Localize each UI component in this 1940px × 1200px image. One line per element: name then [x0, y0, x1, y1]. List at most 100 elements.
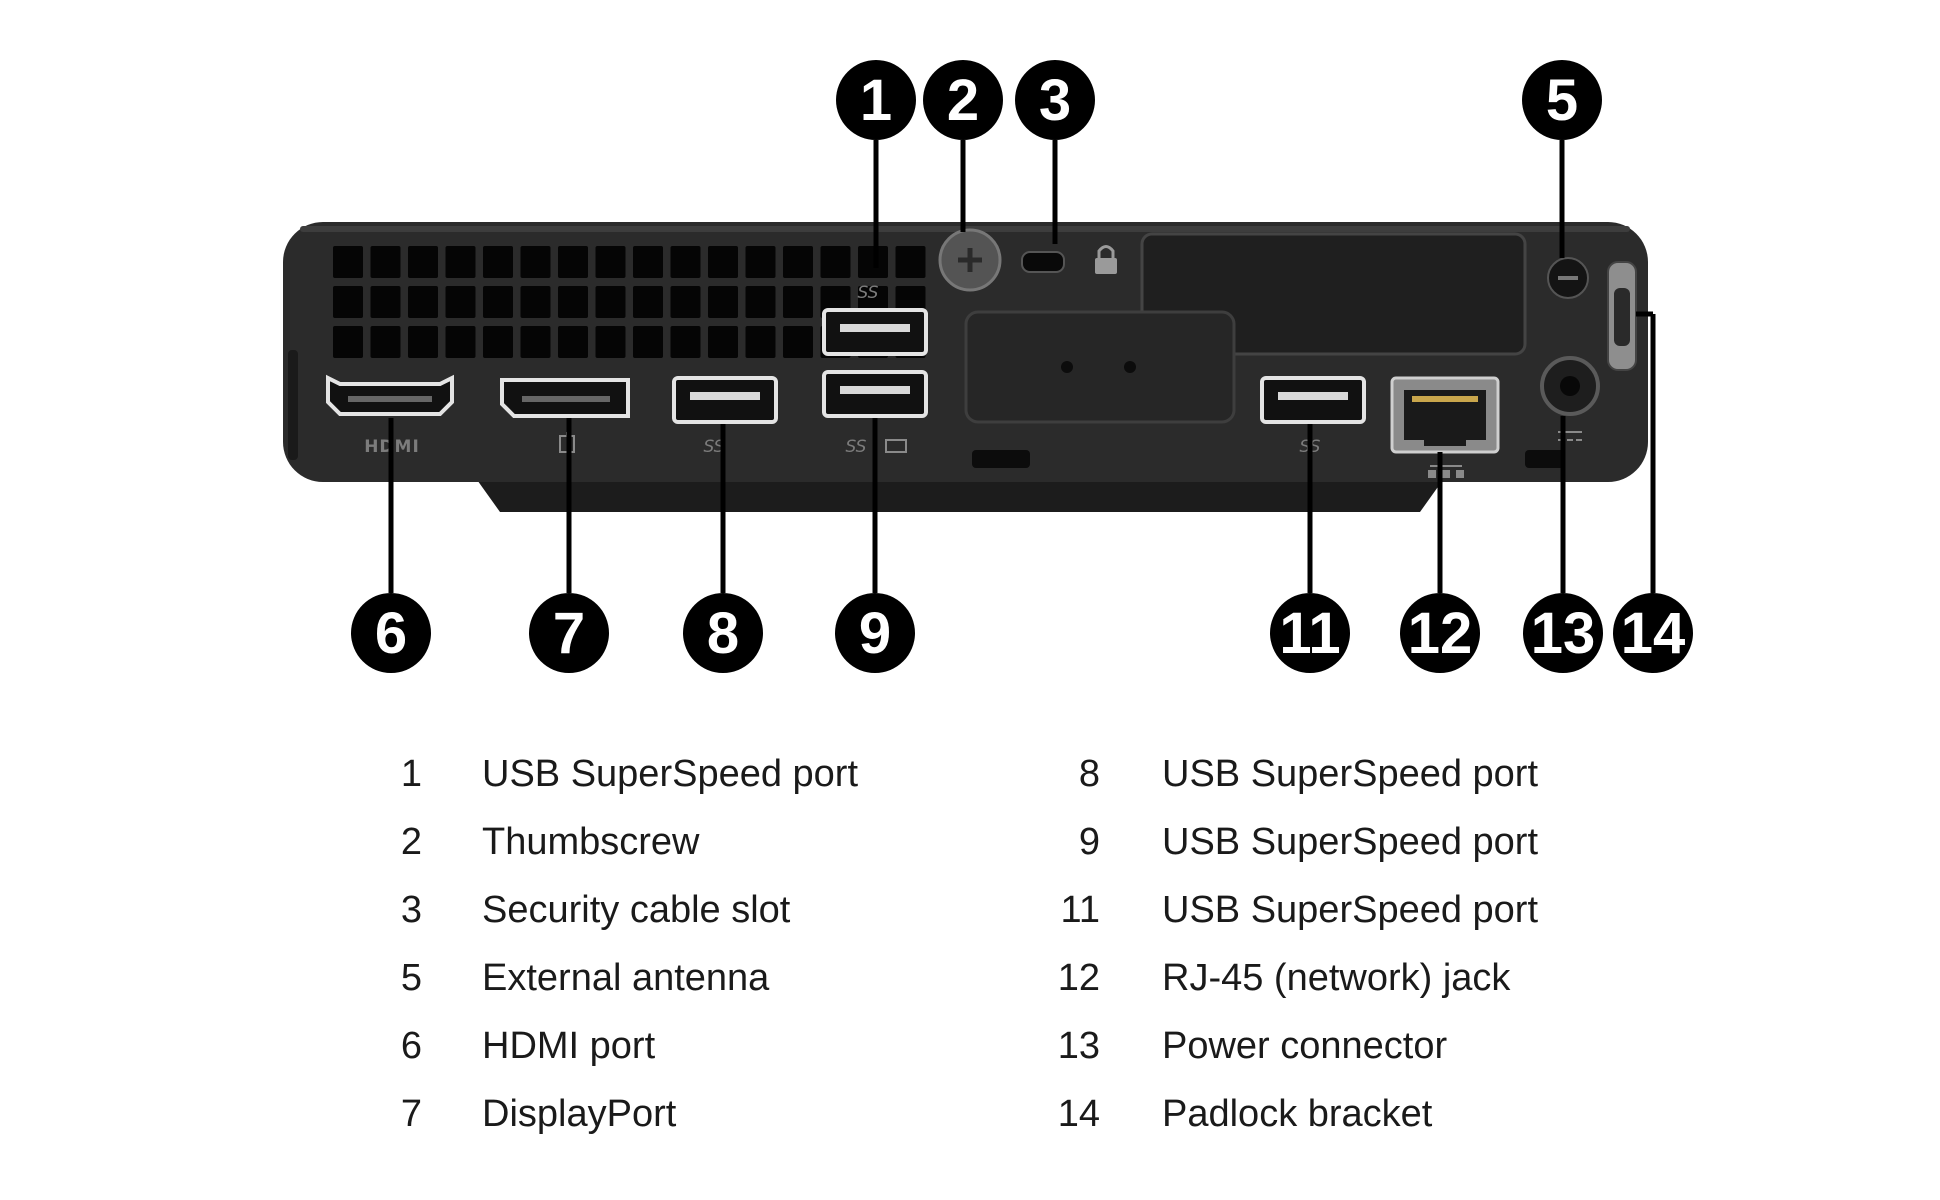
callout-8: 8: [683, 593, 763, 673]
callout-13: 13: [1523, 593, 1603, 673]
legend-item: 14 Padlock bracket: [1030, 1080, 1538, 1148]
vent-slot: [708, 326, 738, 358]
legend-left-column: 1 USB SuperSpeed port 2 Thumbscrew 3 Sec…: [370, 740, 858, 1148]
vent-slot: [520, 326, 551, 358]
legend-item: 8 USB SuperSpeed port: [1030, 740, 1538, 808]
callout-12: 12: [1400, 593, 1480, 673]
vent-slot: [670, 286, 701, 318]
legend-item: 6 HDMI port: [370, 1012, 858, 1080]
displayport-port[interactable]: [500, 378, 630, 418]
chassis-left-bumper: [288, 350, 298, 460]
vent-slot: [745, 246, 776, 278]
thumbscrew-cross: [958, 248, 982, 272]
legend-right-column: 8 USB SuperSpeed port 9 USB SuperSpeed p…: [1030, 740, 1538, 1148]
vent-slot: [783, 286, 813, 318]
callout-circle: [1522, 60, 1602, 140]
vent-slot: [633, 286, 663, 318]
callout-number: 6: [375, 601, 407, 666]
callout-circle: [351, 593, 431, 673]
legend-item-label: USB SuperSpeed port: [482, 752, 859, 795]
external-antenna-marker: [1558, 276, 1578, 280]
vent-slot: [595, 286, 626, 318]
callout-number: 13: [1531, 601, 1596, 666]
legend-item-number: 13: [1057, 1024, 1100, 1067]
battery-icon: [885, 439, 907, 453]
legend-item-number: 9: [1078, 820, 1100, 863]
callout-number: 3: [1039, 68, 1071, 133]
vent-slot: [370, 246, 401, 278]
callout-circle: [1270, 593, 1350, 673]
legend-item-number: 3: [400, 888, 422, 931]
callout-circle: [1015, 60, 1095, 140]
thumbscrew[interactable]: [938, 228, 1002, 292]
usb-port-9[interactable]: [822, 370, 928, 418]
vent-slot: [858, 246, 888, 278]
vent-slot: [520, 246, 551, 278]
callout-number: 5: [1546, 68, 1578, 133]
callout-5: 5: [1522, 60, 1602, 140]
callout-circle: [836, 60, 916, 140]
cover-plate: [964, 310, 1236, 424]
legend-item-number: 7: [400, 1092, 422, 1135]
legend-item-label: Power connector: [1162, 1024, 1448, 1067]
legend-item-number: 14: [1057, 1092, 1100, 1135]
vent-slot: [408, 286, 438, 318]
callout-number: 14: [1621, 601, 1686, 666]
vent-slot: [558, 286, 588, 318]
side-slot: [1525, 450, 1565, 468]
cover-plate-hole: [1124, 361, 1136, 373]
vent-slot: [595, 246, 626, 278]
callout-number: 8: [707, 601, 739, 666]
legend-item: 9 USB SuperSpeed port: [1030, 808, 1538, 876]
legend-item-number: 2: [400, 820, 422, 863]
callout-1: 1: [836, 60, 916, 140]
computer-rear-panel-diagram: HDMI SS SS SS SS: [283, 60, 1693, 673]
vent-slot: [708, 246, 738, 278]
callout-number: 11: [1279, 601, 1340, 666]
legend-item-number: 12: [1057, 956, 1100, 999]
rj45-jack[interactable]: [1390, 376, 1500, 454]
legend-item-label: USB SuperSpeed port: [1162, 888, 1539, 931]
vent-slot: [520, 286, 551, 318]
usb-port-1[interactable]: [822, 308, 928, 356]
callout-circle: [1523, 593, 1603, 673]
legend-item: 11 USB SuperSpeed port: [1030, 876, 1538, 944]
callout-14: 14: [1613, 593, 1693, 673]
callout-7: 7: [529, 593, 609, 673]
callout-circle: [835, 593, 915, 673]
callout-circle: [529, 593, 609, 673]
legend-item-label: DisplayPort: [482, 1092, 677, 1135]
network-icon: [1428, 465, 1464, 478]
callout-11: 11: [1270, 593, 1350, 673]
callout-number: 12: [1408, 601, 1473, 666]
callout-circle: [1613, 593, 1693, 673]
hdmi-port[interactable]: [326, 374, 454, 416]
vent-slot: [820, 246, 851, 278]
legend-item-label: USB SuperSpeed port: [1162, 752, 1539, 795]
legend-item-label: Thumbscrew: [482, 820, 700, 863]
security-cable-slot[interactable]: [1021, 251, 1065, 273]
vent-slot: [783, 246, 813, 278]
vent-slot: [483, 246, 513, 278]
callout-number: 7: [553, 601, 585, 666]
leader-lines: [388, 140, 1656, 593]
vent-slot: [370, 326, 401, 358]
vent-slot: [595, 326, 626, 358]
vent-slot: [633, 246, 663, 278]
vent-slot: [670, 326, 701, 358]
vent-slot: [370, 286, 401, 318]
usb-port-8[interactable]: [672, 376, 778, 424]
power-connector[interactable]: [1540, 356, 1600, 416]
legend-item-number: 11: [1060, 888, 1100, 931]
vent-slot: [408, 246, 438, 278]
callout-9: 9: [835, 593, 915, 673]
vent-slot: [445, 286, 476, 318]
usb-port-11[interactable]: [1260, 376, 1366, 424]
vent-slot: [483, 286, 513, 318]
legend-item-label: External antenna: [482, 956, 770, 999]
padlock-bracket[interactable]: [1607, 261, 1637, 371]
vent-slot: [708, 286, 738, 318]
legend-item-number: 1: [400, 752, 422, 795]
legend-item-label: Security cable slot: [482, 888, 791, 931]
vent-slot: [895, 246, 926, 278]
